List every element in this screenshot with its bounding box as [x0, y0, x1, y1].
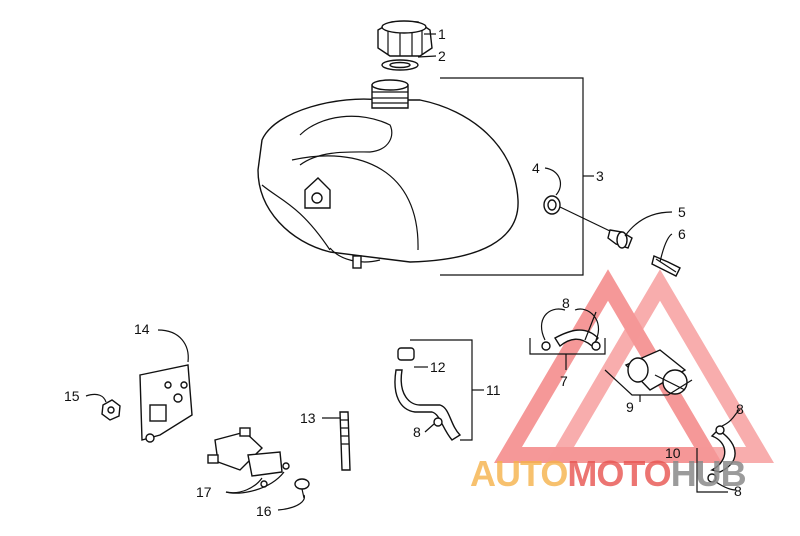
callout-8-hose10-bottom: 8: [734, 483, 742, 499]
fuel-tank: [257, 79, 519, 269]
callout-15: 15: [64, 388, 80, 404]
fuel-hose-10: [707, 425, 736, 483]
fuel-fitting: [607, 229, 633, 249]
callout-12: 12: [430, 359, 446, 375]
callout-7: 7: [560, 373, 568, 389]
callout-4: 4: [532, 160, 540, 176]
screw: [294, 478, 310, 499]
fuel-valve: [207, 427, 290, 488]
bolt: [651, 255, 681, 277]
watermark-moto: MOTO: [567, 453, 670, 494]
watermark-hub: HUB: [671, 453, 746, 494]
callout-8-line11: 8: [413, 424, 421, 440]
callout-13: 13: [300, 410, 316, 426]
callout-11: 11: [486, 382, 501, 398]
callout-2: 2: [438, 48, 446, 64]
callout-14: 14: [134, 321, 150, 337]
callout-6: 6: [678, 226, 686, 242]
mounting-plate: [139, 364, 193, 443]
callout-5: 5: [678, 204, 686, 220]
watermark-text: AUTOMOTOHUB: [470, 453, 746, 494]
callout-1: 1: [438, 26, 446, 42]
stud: [339, 411, 351, 471]
grommet: [543, 195, 561, 215]
fuel-line: [394, 347, 462, 441]
watermark-auto: AUTO: [470, 453, 567, 494]
callout-8-hose7: 8: [562, 295, 570, 311]
callout-10: 10: [665, 445, 681, 461]
fuel-filter: [624, 349, 688, 395]
fuel-cap: [377, 20, 433, 57]
callout-17: 17: [196, 484, 212, 500]
nut: [101, 399, 121, 421]
callout-3: 3: [596, 168, 604, 184]
callout-9: 9: [626, 399, 634, 415]
callout-8-hose10-top: 8: [736, 401, 744, 417]
callout-16: 16: [256, 503, 272, 519]
